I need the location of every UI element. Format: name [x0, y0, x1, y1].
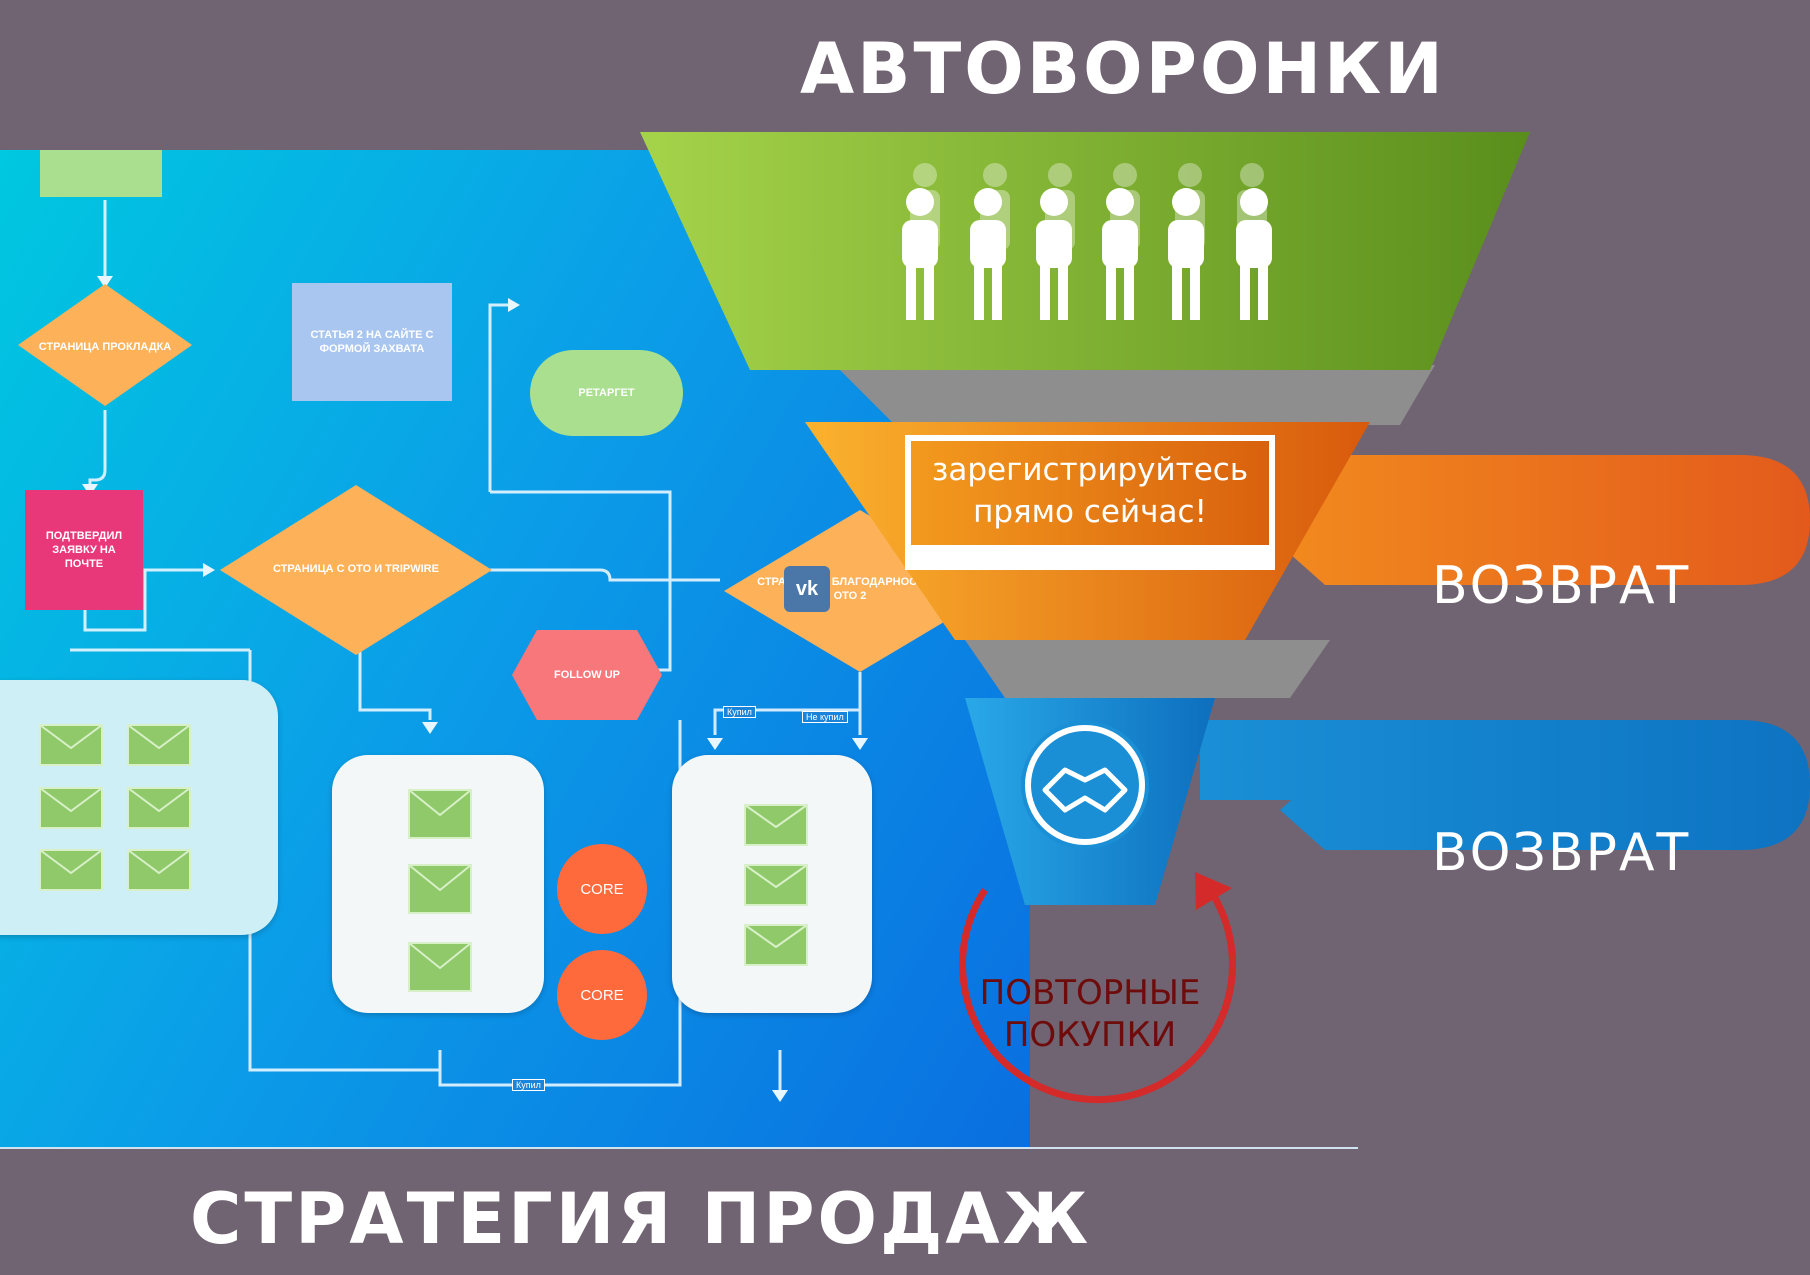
- core-node-1: CORE: [557, 844, 647, 934]
- confirmed-node: ПОДТВЕРДИЛ ЗАЯВКУ НА ПОЧТЕ: [25, 490, 143, 610]
- edge-label-bought-2: Купил: [512, 1079, 545, 1091]
- email-group-2: [332, 755, 544, 1013]
- cta-banner[interactable]: зарегистрируйтесь прямо сейчас!: [905, 435, 1275, 570]
- return-label-2: ВОЗВРАТ: [1432, 823, 1691, 883]
- followup-label: FOLLOW UP: [554, 669, 620, 681]
- email-group-1: [0, 680, 278, 935]
- article-node: СТАТЬЯ 2 НА САЙТЕ С ФОРМОЙ ЗАХВАТА: [292, 283, 452, 401]
- cta-text: зарегистрируйтесь прямо сейчас!: [911, 441, 1269, 545]
- core-node-2: CORE: [557, 950, 647, 1040]
- landing-label: СТРАНИЦА ПРОКЛАДКА: [38, 341, 172, 353]
- oto-diamond: [220, 485, 492, 655]
- vk-icon: vk: [784, 566, 830, 612]
- email-icons-group-2: [408, 789, 472, 992]
- start-node: [40, 150, 162, 197]
- divider-line: [0, 1147, 1358, 1149]
- followup-hexagon: [512, 630, 662, 720]
- edge-label-bought-1: Купил: [723, 706, 756, 718]
- repeat-purchases-label: ПОВТОРНЫЕ ПОКУПКИ: [979, 973, 1201, 1055]
- email-group-3: [672, 755, 872, 1013]
- retarget-node: РЕТАРГЕТ: [530, 350, 683, 436]
- edge-label-not-bought: Не купил: [802, 711, 848, 723]
- funnel-graphic: [640, 132, 1810, 1104]
- oto-label: СТРАНИЦА С ОТО И TRIPWIRE: [273, 563, 439, 575]
- email-icons-group-1: [39, 724, 191, 891]
- page-title-top: АВТОВОРОНКИ: [800, 28, 1446, 110]
- return-label-1: ВОЗВРАТ: [1432, 556, 1691, 616]
- email-icons-group-3: [744, 804, 808, 966]
- landing-diamond: [18, 284, 192, 406]
- page-title-bottom: СТРАТЕГИЯ ПРОДАЖ: [190, 1178, 1092, 1260]
